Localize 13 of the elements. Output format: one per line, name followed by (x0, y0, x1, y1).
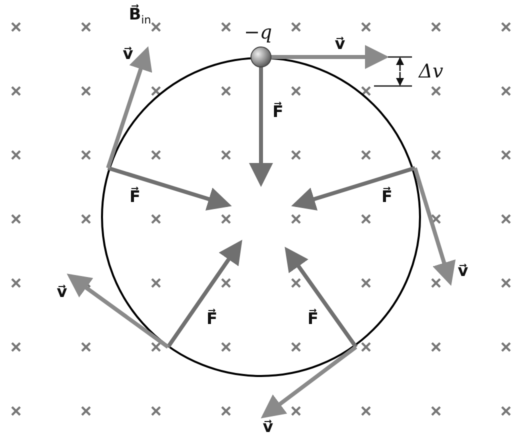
vector-label: v⃗ (458, 263, 468, 279)
vector-label: v⃗ (262, 419, 274, 435)
vector-label: v⃗ (334, 36, 346, 52)
charge-label: −q (244, 24, 272, 42)
vector-label: F⃗ (206, 311, 218, 327)
vector-label: v⃗ (122, 46, 134, 62)
dimension-label: Δv (418, 62, 444, 82)
vector-label: F⃗ (308, 311, 318, 327)
vector-label: F⃗ (382, 189, 392, 205)
field-label: B⃗$_{in}$ (128, 6, 152, 26)
vector-label: F⃗ (272, 104, 284, 120)
vector-label: v⃗ (56, 284, 68, 300)
vector-label: F⃗ (130, 189, 140, 205)
